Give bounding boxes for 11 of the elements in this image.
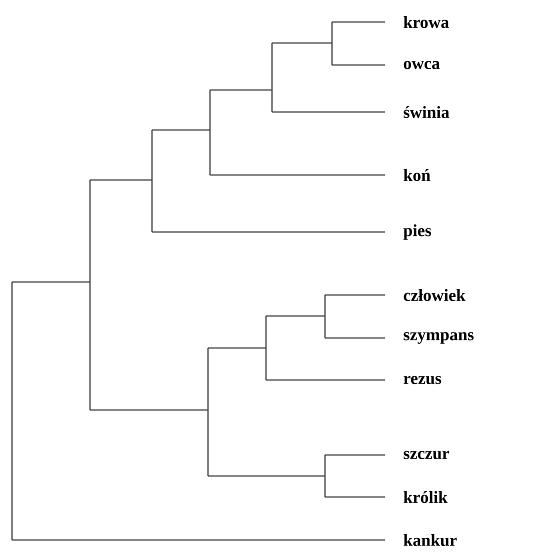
leaf-label: kankur: [404, 534, 457, 546]
leaf-label: rezus: [404, 376, 442, 384]
leaf-label: szczur: [404, 450, 450, 460]
leaf-label: człowiek: [404, 289, 466, 301]
leaf-label: królik: [404, 491, 448, 503]
leaf-label: świnia: [404, 106, 450, 118]
leaf-label: krowa: [404, 16, 449, 28]
leaf-label: pies: [403, 224, 432, 240]
leaf-label: koń: [404, 169, 430, 181]
leaf-label: szympans: [404, 332, 474, 344]
leaf-label: owca: [404, 60, 440, 70]
